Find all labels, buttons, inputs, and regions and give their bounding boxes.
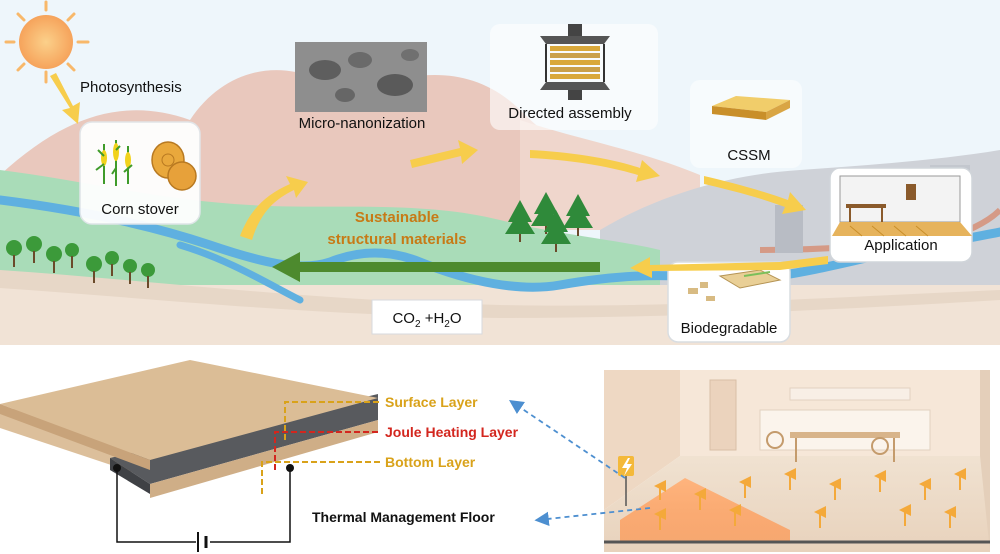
micro-nanonization-panel: Micro-nanonization [295, 42, 427, 132]
tree-group-left [6, 236, 155, 288]
chair [766, 431, 784, 449]
hot-press-icon [540, 24, 610, 100]
corn-plant-icon [95, 140, 133, 186]
floor-layers-illustration [0, 360, 378, 552]
sunlight-arrow [50, 73, 80, 124]
hay-bale-icon [151, 141, 197, 191]
arrow-to-application [704, 176, 806, 214]
battery-icon [197, 532, 208, 552]
heating-glow [620, 478, 790, 542]
chair [871, 437, 889, 455]
wire-right [210, 468, 291, 543]
cssm-board-icon [712, 96, 790, 120]
sun-icon [4, 0, 90, 84]
bottom-leader [261, 461, 380, 494]
sustainable-label-line2: structural materials [327, 231, 466, 248]
river-branch [176, 241, 304, 304]
heated-room-illustration [604, 370, 990, 552]
co2-h2o-box: CO2 +H2O [371, 299, 483, 335]
photosynthesis-label: Photosynthesis [80, 79, 182, 96]
biodegradable-panel: Biodegradable [667, 261, 791, 343]
surface-layer [0, 360, 378, 460]
joule-heating-layer [110, 394, 378, 484]
room-icon [832, 175, 972, 237]
surface-edge [0, 404, 150, 470]
bottom-layer-label: Bottom Layer [385, 454, 476, 470]
arrow-to-assembly [410, 140, 478, 168]
co2-h2o-label: CO2 +H2O [392, 310, 461, 330]
layer-leader-lines [261, 401, 380, 494]
surface-layer-label: Surface Layer [385, 394, 478, 410]
joule-layer-label: Joule Heating Layer [385, 424, 519, 440]
directed-assembly-panel: Directed assembly [490, 24, 658, 130]
arrow-to-cssm [530, 150, 660, 182]
arrow-up-right [240, 176, 308, 240]
dining-table [790, 432, 900, 438]
tree-group-middle [505, 192, 593, 252]
corn-stover-panel: Corn stover [79, 121, 201, 225]
degrading-board-icon [688, 269, 782, 301]
joule-leader [274, 431, 380, 470]
cssm-panel: CSSM [690, 80, 802, 168]
application-label: Application [864, 237, 937, 254]
return-arrow [272, 252, 600, 282]
surface-leader [284, 401, 380, 440]
cssm-label: CSSM [727, 147, 770, 164]
biodegradable-label: Biodegradable [681, 320, 778, 337]
power-bolt-icon [618, 456, 634, 506]
wire-left [116, 468, 196, 543]
mountain-slope [520, 120, 700, 230]
bottom-slab-edge [150, 420, 378, 498]
micro-nanonization-label: Micro-nanonization [299, 115, 426, 132]
corn-stover-label: Corn stover [101, 201, 179, 218]
building [775, 205, 803, 253]
connector-to-layers [509, 399, 626, 479]
thermal-floor-title: Thermal Management Floor [312, 509, 495, 525]
kitchen-cabinet [759, 409, 931, 451]
process-arrows [240, 140, 828, 278]
connector-to-floor-title [534, 507, 651, 527]
sustainable-label-line1: Sustainable [355, 209, 439, 226]
directed-assembly-label: Directed assembly [508, 105, 632, 122]
application-panel: Application [829, 167, 973, 263]
room-door [709, 379, 737, 451]
heat-flow-arrows [654, 468, 966, 530]
kitchen-shelf [789, 387, 911, 401]
arrow-to-biodegradable [630, 256, 828, 278]
